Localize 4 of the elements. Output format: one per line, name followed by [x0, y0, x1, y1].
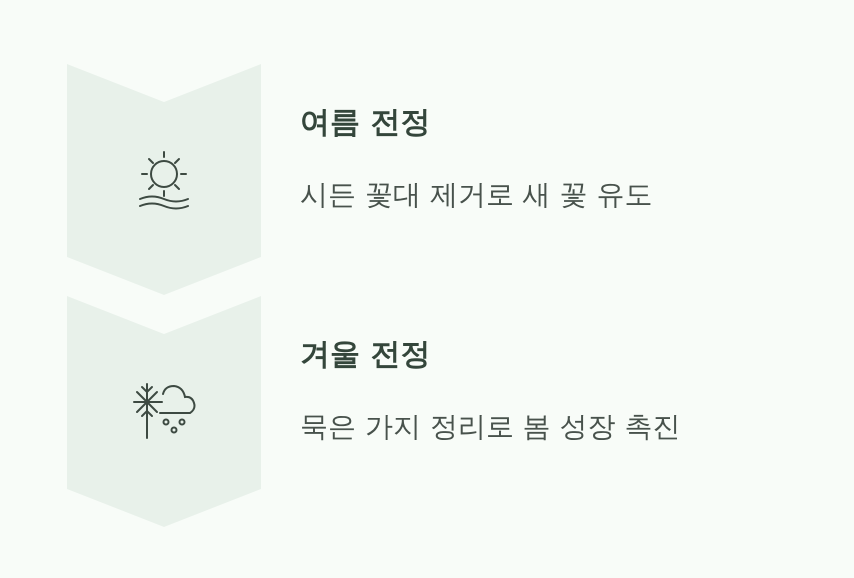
- step-heading: 여름 전정: [300, 104, 430, 142]
- step-description: 묵은 가지 정리로 봄 성장 촉진: [300, 409, 681, 445]
- step-heading: 겨울 전정: [300, 336, 430, 374]
- step-description: 시든 꽃대 제거로 새 꽃 유도: [300, 177, 653, 213]
